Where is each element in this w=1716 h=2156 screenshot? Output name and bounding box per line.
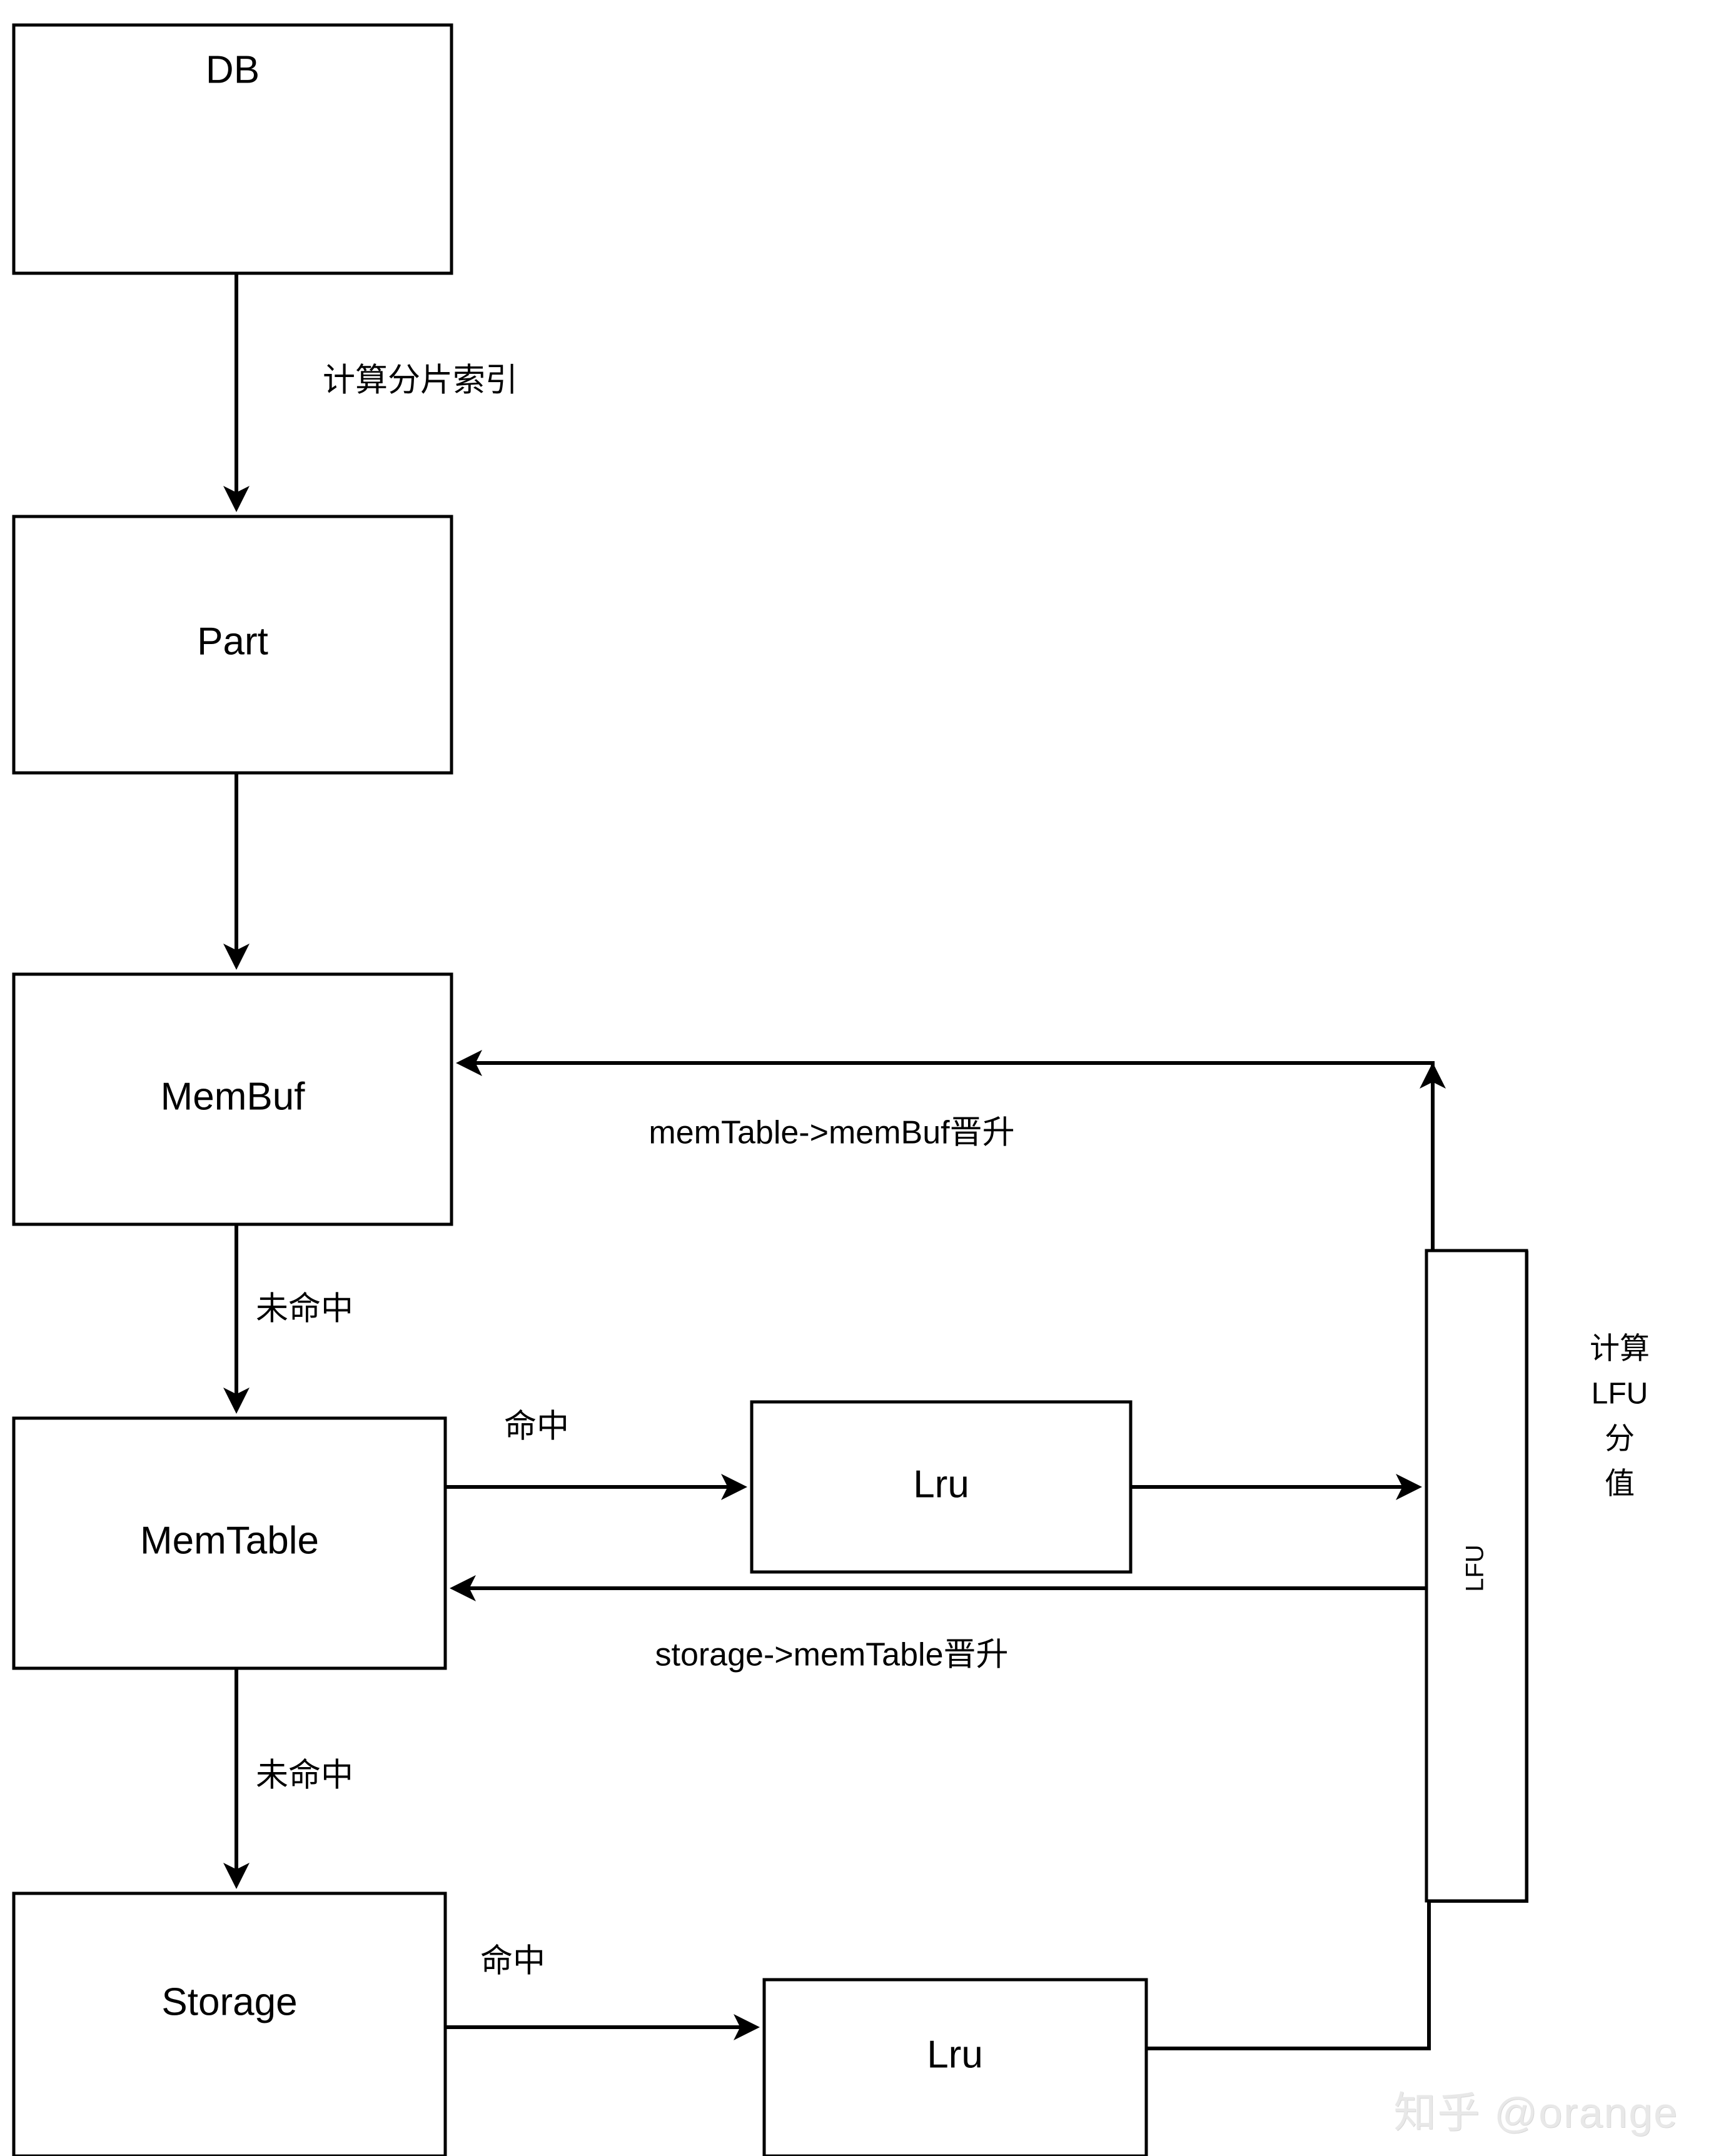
node-db[interactable]: DB: [12, 23, 453, 275]
node-lru-top-label: Lru: [913, 1463, 969, 1506]
watermark: 知乎 @orange: [1393, 2089, 1678, 2137]
node-memtable-rect: [12, 1416, 447, 1670]
lfu-score-note-line-1: 计算: [1590, 1332, 1650, 1366]
lfu-score-note: 计算 LFU 分 值: [1590, 1332, 1650, 1501]
node-lru-top-rect: [750, 1400, 1133, 1574]
node-lfu-rect: [1425, 1249, 1528, 1903]
node-part-rect: [12, 515, 453, 775]
edge-lru-bottom-to-lfu: [1146, 1901, 1431, 2050]
node-db-rect: [12, 23, 453, 275]
node-membuf[interactable]: MemBuf: [12, 972, 453, 1226]
lfu-score-note-line-4: 值: [1605, 1468, 1635, 1501]
edge-label-db-to-part: 计算分片索引: [323, 363, 518, 399]
edge-label-membuf-miss: 未命中: [256, 1291, 353, 1327]
edge-label-storage-to-memtable: storage->memTable晋升: [655, 1637, 1009, 1673]
lfu-score-note-line-3: 分: [1605, 1423, 1635, 1456]
node-membuf-rect: [12, 972, 453, 1226]
node-db-label: DB: [206, 48, 260, 91]
node-lru-bottom-label: Lru: [927, 2033, 983, 2076]
edge-label-memtable-miss: 未命中: [256, 1758, 353, 1794]
lfu-score-note-line-2: LFU: [1592, 1378, 1648, 1411]
node-lru-bottom[interactable]: Lru: [762, 1978, 1148, 2156]
node-storage-label: Storage: [161, 1980, 297, 2023]
node-part[interactable]: Part: [12, 515, 453, 775]
node-lru-bottom-rect: [762, 1978, 1148, 2156]
node-storage-rect: [12, 1892, 447, 2156]
node-memtable[interactable]: MemTable: [12, 1416, 447, 1670]
node-lru-top[interactable]: Lru: [750, 1400, 1133, 1574]
node-part-label: Part: [197, 620, 268, 663]
node-memtable-label: MemTable: [140, 1519, 319, 1562]
node-storage[interactable]: Storage: [12, 1892, 447, 2156]
edge-label-memtable-hit: 命中: [504, 1409, 569, 1445]
node-membuf-label: MemBuf: [161, 1075, 306, 1118]
node-lfu-label: LFU: [1461, 1544, 1489, 1592]
edge-label-memtable-to-membuf: memTable->memBuf晋升: [649, 1115, 1014, 1151]
edge-label-storage-hit: 命中: [480, 1943, 545, 1980]
edge-lfu-to-membuf: [456, 1050, 1435, 1251]
node-lfu[interactable]: LFU: [1425, 1249, 1528, 1903]
